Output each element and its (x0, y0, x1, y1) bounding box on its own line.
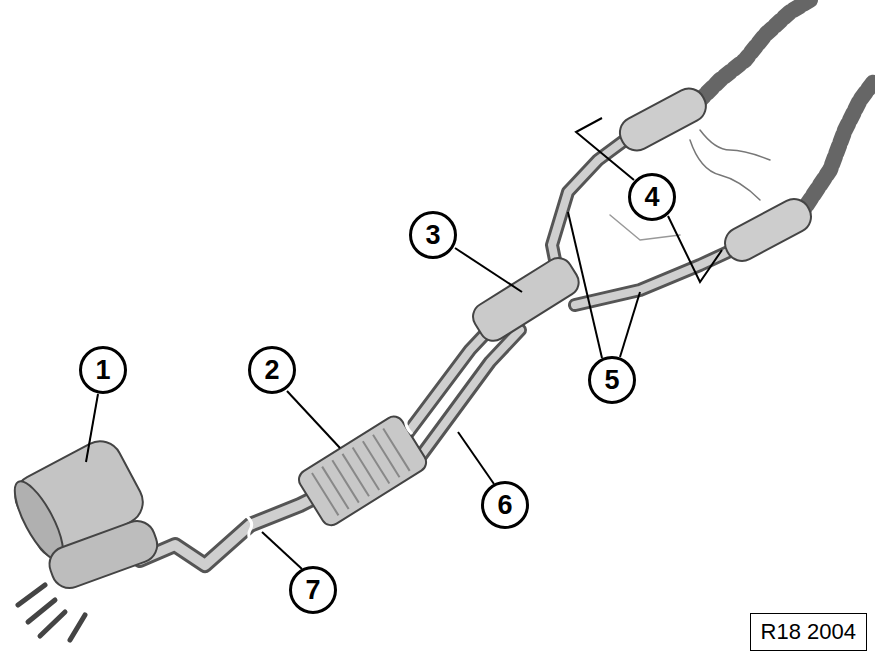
callout-circle: 1 (79, 346, 127, 394)
callout-number: 2 (264, 357, 279, 384)
callout-number: 6 (497, 492, 512, 519)
callout-circle: 4 (628, 173, 676, 221)
callout-circle: 6 (481, 481, 529, 529)
callout-number: 5 (604, 367, 619, 394)
callout-number: 3 (425, 222, 440, 249)
callout-circle: 2 (248, 346, 296, 394)
figure-id-box: R18 2004 (750, 613, 867, 651)
callout-circle: 5 (588, 356, 636, 404)
callout-circle: 7 (289, 566, 337, 614)
callout-number: 7 (305, 577, 320, 604)
callout-number: 4 (644, 184, 659, 211)
callout-number: 1 (95, 357, 110, 384)
figure-id: R18 2004 (761, 619, 856, 644)
callout-circle: 3 (409, 211, 457, 259)
